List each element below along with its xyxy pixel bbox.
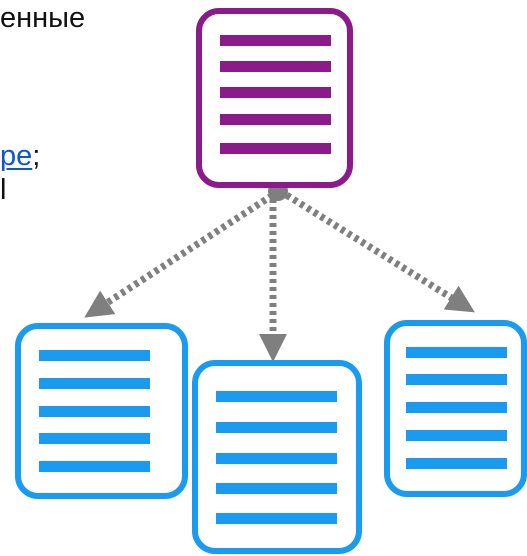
child-document-icon-left [15,323,188,499]
text-fragment-1: енные [0,2,86,34]
child-document-icon-center [192,360,362,554]
text-fragment-3: l [0,174,7,206]
arrow-left [84,188,281,318]
hyperlink[interactable]: ре [0,140,33,172]
text-fragment-2: ре; [0,142,40,171]
parent-document-icon [196,8,353,188]
arrow-right [278,188,475,313]
punctuation: ; [32,140,41,172]
child-document-icon-right [384,320,527,497]
